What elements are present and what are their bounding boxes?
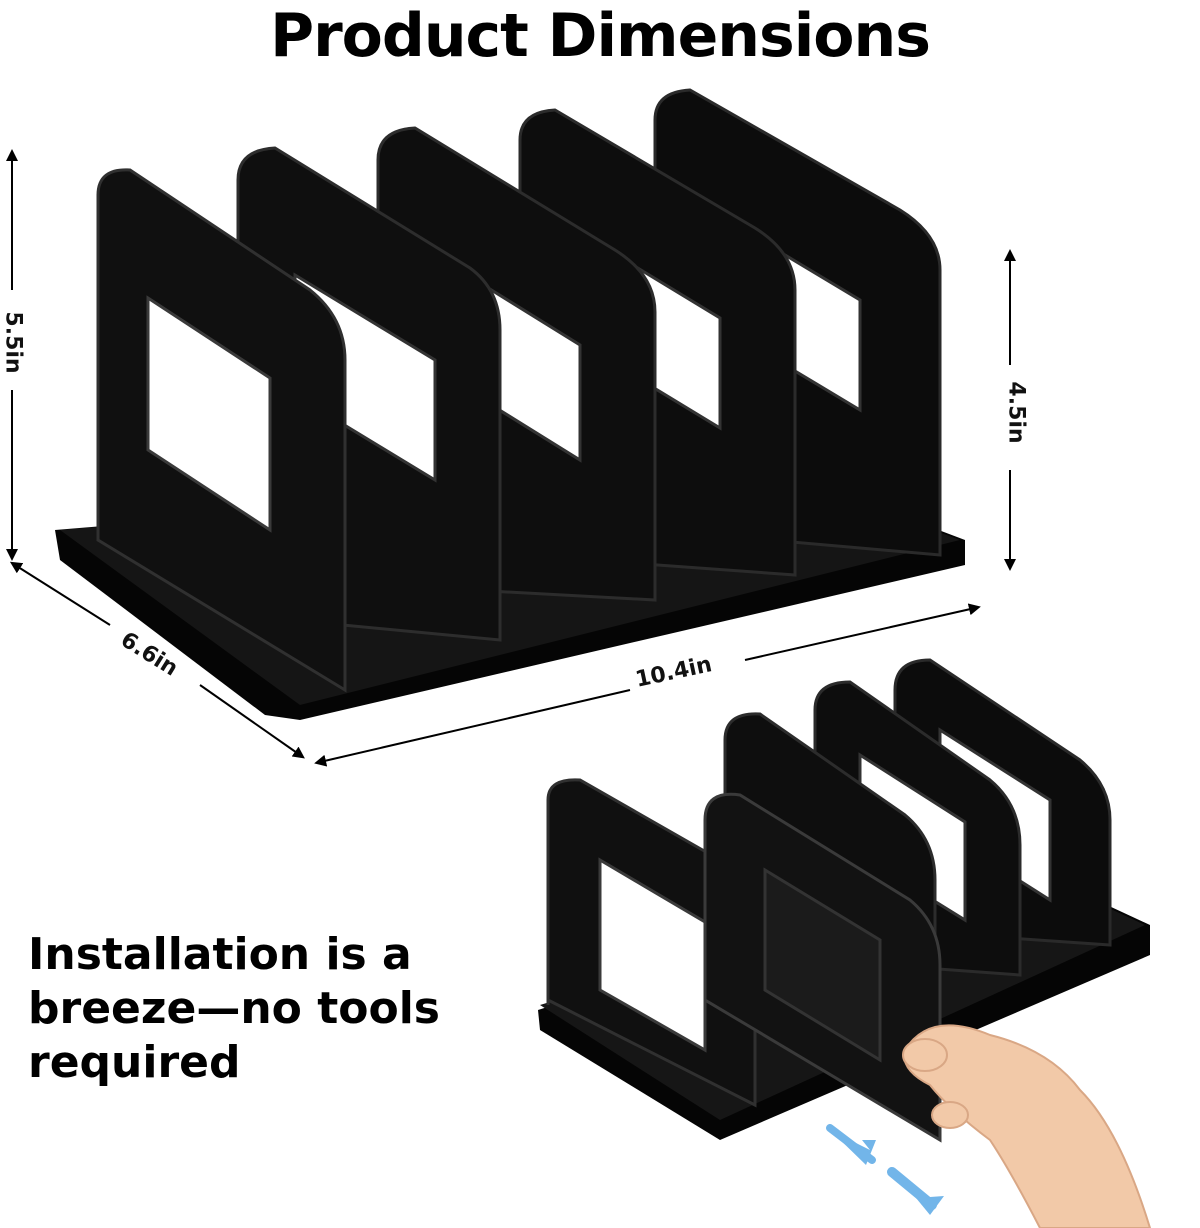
dimension-height-divider: 4.5in xyxy=(1003,381,1029,444)
arrow-dimension-icon xyxy=(6,149,1016,767)
page-title: Product Dimensions xyxy=(270,1,931,71)
organizer-large xyxy=(55,88,965,720)
divider-1 xyxy=(96,168,347,693)
organizer-small xyxy=(538,658,1150,1143)
hand-illustration xyxy=(902,1024,1152,1228)
slide-direction-icon xyxy=(826,1124,944,1215)
dimension-height-total: 5.5in xyxy=(0,311,26,374)
sliding-divider xyxy=(703,792,942,1143)
installation-caption: Installation is a breeze—no tools requir… xyxy=(28,929,440,1088)
small-divider-1 xyxy=(546,778,757,1108)
